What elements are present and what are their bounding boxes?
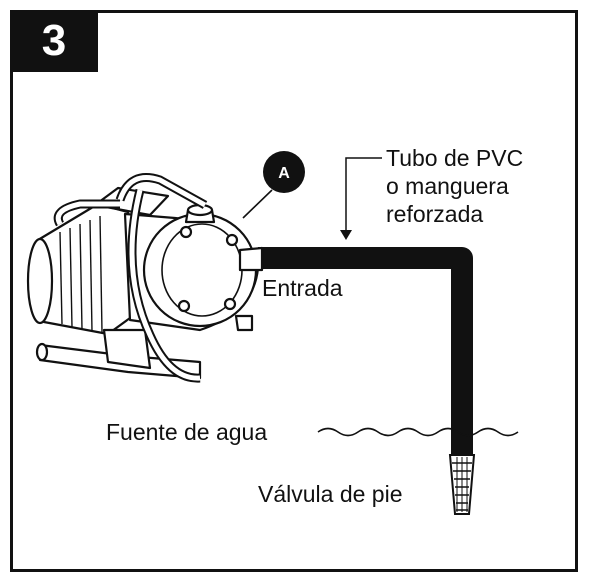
inlet-label: Entrada xyxy=(262,275,343,301)
foot-valve-label: Válvula de pie xyxy=(258,481,403,507)
water-source-label: Fuente de agua xyxy=(106,419,267,445)
callout-a-badge: A xyxy=(242,151,305,219)
step-number-badge: 3 xyxy=(10,10,98,72)
callout-a-leader xyxy=(242,189,273,219)
pipe-label-line-3: reforzada xyxy=(386,201,483,227)
pump-icon xyxy=(26,173,264,383)
water-line xyxy=(317,427,519,437)
pipe-leader-line xyxy=(345,157,382,236)
pipe-label-line-1: Tubo de PVC xyxy=(386,145,523,171)
foot-valve-icon xyxy=(448,454,476,515)
pipe-arrow-icon xyxy=(340,230,352,240)
pipe-label-line-2: o manguera xyxy=(386,173,509,199)
pvc-pipe xyxy=(258,247,473,455)
callout-a-letter: A xyxy=(278,165,290,182)
pipe-label-group: Tubo de PVC o manguera reforzada xyxy=(340,145,523,240)
